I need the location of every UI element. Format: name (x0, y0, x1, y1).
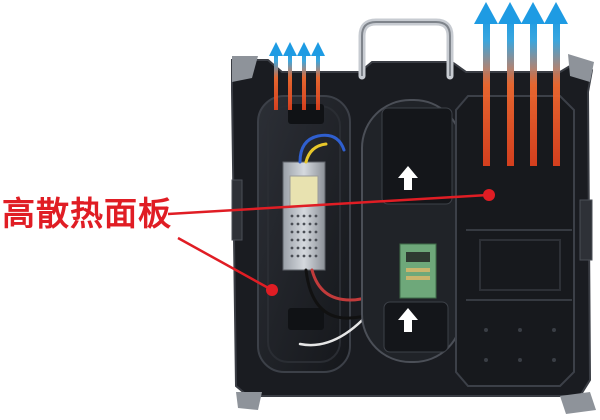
power-supply-icon (282, 161, 326, 271)
callout-dot-left (266, 284, 278, 296)
handle-icon (358, 18, 454, 80)
callout-label: 高散热面板 (2, 194, 172, 233)
heat-arrow-2 (498, 2, 522, 166)
callout-lines (167, 189, 495, 296)
callout-dot-right (483, 189, 495, 201)
receiving-card-icon (399, 243, 437, 299)
center-module (361, 99, 463, 363)
heat-arrow-4 (544, 2, 568, 166)
up-arrow-icon (398, 166, 418, 190)
right-heat-panel (455, 95, 575, 387)
heat-arrow-3 (521, 2, 545, 166)
heat-flow-arrow-icon (269, 42, 325, 110)
large-heat-flow-arrows (474, 2, 568, 166)
heat-arrow-1 (474, 2, 498, 166)
